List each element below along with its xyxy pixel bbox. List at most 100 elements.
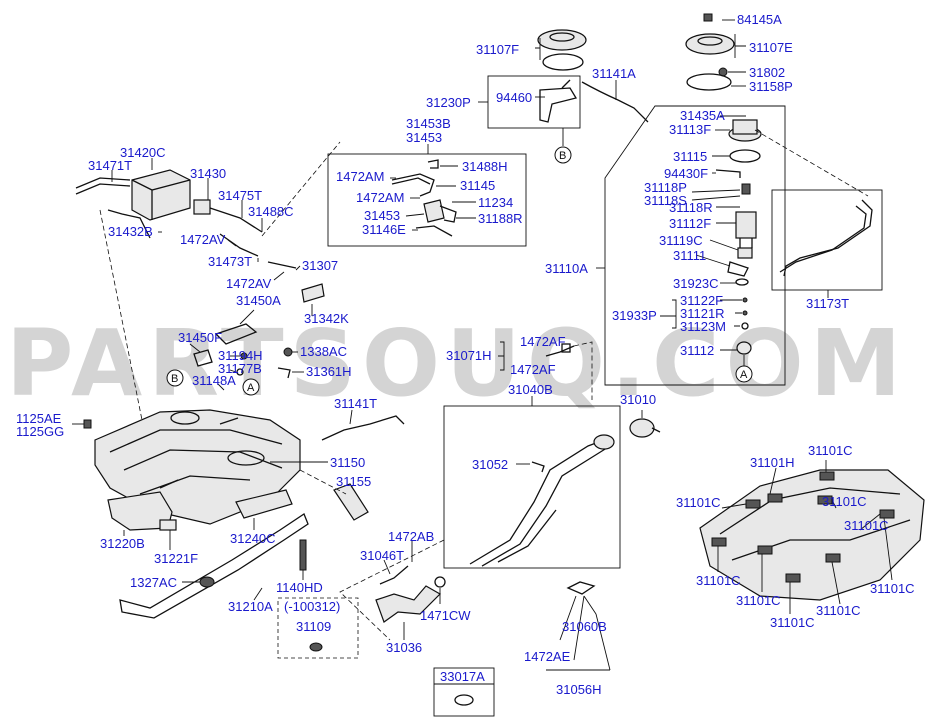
part-1338ac-bolt[interactable] (283, 347, 293, 357)
label-31475t: 31475T (218, 188, 262, 203)
label-31101c-5: 31101C (696, 573, 741, 588)
part-31473t-hose[interactable] (219, 233, 259, 257)
part-31112-regulator[interactable] (736, 341, 752, 355)
label-31432b: 31432B (108, 224, 153, 239)
label-31046t: 31046T (360, 548, 404, 563)
part-31177b-clip[interactable] (236, 368, 244, 376)
label-31430: 31430 (190, 166, 226, 181)
label-31194h: 31194H (218, 348, 263, 363)
part-31122f-pin[interactable] (741, 297, 749, 330)
label-31111: 31111 (673, 248, 706, 263)
part-31046t-hose[interactable] (379, 565, 409, 585)
part-31111-sender[interactable] (727, 261, 749, 277)
part-31221f-pad[interactable] (159, 519, 177, 531)
leader-31101c-2 (721, 503, 747, 509)
part-31155-hose[interactable] (333, 483, 369, 521)
part-1327ac-nut[interactable] (199, 576, 215, 588)
part-31240c-shield[interactable] (235, 489, 293, 519)
label-31933p: 31933P (612, 308, 657, 323)
part-31420c-canister[interactable] (131, 169, 191, 221)
part-31107e-cover[interactable] (685, 33, 735, 55)
part-31115-ring[interactable] (729, 149, 761, 163)
label-31155: 31155 (336, 474, 371, 489)
leader-31101c-4 (859, 513, 881, 531)
label-31145: 31145 (460, 178, 495, 193)
part-31010-cap[interactable] (629, 418, 661, 438)
part-31194h-bolt[interactable] (240, 352, 248, 360)
label-84145a: 84145A (737, 12, 782, 27)
svg-text:A: A (247, 382, 255, 394)
label-31110a: 31110A (545, 261, 588, 276)
part-31112f-filter[interactable] (735, 211, 757, 248)
label-31453: 31453 (406, 130, 442, 145)
part-31307-connector[interactable] (267, 261, 297, 269)
part-31188r-bracket[interactable] (439, 205, 457, 223)
part-31107f-cover[interactable] (537, 29, 587, 51)
part-31210a-strap[interactable] (119, 513, 309, 619)
label-31220b: 31220B (100, 536, 145, 551)
label-31101h: 31101H (750, 455, 795, 470)
part-31488h-clamp[interactable] (427, 159, 439, 169)
leader-1472av-2 (273, 271, 285, 281)
label-100312: (-100312) (284, 599, 340, 614)
part-31109-nut[interactable] (309, 642, 323, 652)
part-31071h-hose[interactable] (545, 343, 575, 357)
label-1472ab: 1472AB (388, 529, 434, 544)
part-31923c-oring[interactable] (735, 278, 749, 286)
part-94430f-sensor[interactable] (715, 169, 741, 178)
leader-31119c (709, 239, 739, 251)
label-31118s: 31118S (644, 193, 687, 208)
part-31342k-valve[interactable] (301, 283, 325, 303)
part-31118p-clip[interactable] (741, 183, 751, 195)
part-31475t-line[interactable] (209, 207, 263, 233)
part-84145a-cap[interactable] (703, 13, 713, 22)
part-1471cw-clamp[interactable] (434, 576, 446, 588)
label-1140hd: 1140HD (276, 580, 323, 595)
label-31118r: 31118R (669, 200, 713, 215)
label-31101c-9: 31101C (870, 581, 915, 596)
leader-31141t (349, 409, 353, 425)
label-31121r: 31121R (680, 306, 725, 321)
marker-a-right: A (735, 365, 753, 383)
part-33017a-washer[interactable] (454, 694, 474, 706)
part-31052-clip[interactable] (531, 461, 545, 473)
label-1472af-1: 1472AF (520, 334, 566, 349)
part-31141t-tube[interactable] (321, 415, 405, 441)
part-31471t-hose[interactable] (75, 177, 131, 195)
label-31101c-6: 31101C (736, 593, 781, 608)
part-31430-valve[interactable] (193, 199, 211, 215)
label-1472af-2: 1472AF (510, 362, 556, 377)
part-31361h-clip[interactable] (277, 367, 291, 379)
part-31450f-bracket[interactable] (193, 349, 213, 367)
leader-31177b (229, 369, 237, 373)
part-31450a-bracket[interactable] (214, 323, 258, 345)
part-labels: 84145A 31107F 31107E 31802 31158P 31141A… (16, 12, 915, 697)
leader-31118p (691, 189, 741, 201)
part-31453-valve[interactable] (423, 199, 445, 223)
label-31158p: 31158P (749, 79, 793, 94)
part-1140hd-bolt[interactable] (299, 539, 307, 571)
part-31173t-tubes[interactable] (779, 199, 873, 277)
label-31119c: 31119C (659, 233, 703, 248)
label-31420c: 31420C (120, 145, 166, 160)
part-31158p-ring[interactable] (686, 73, 732, 91)
label-1471cw: 1471CW (420, 608, 471, 623)
label-31107f: 31107F (476, 42, 519, 57)
part-31119c-strainer[interactable] (737, 247, 753, 259)
part-31101c-pads[interactable] (711, 471, 895, 583)
label-1125ae: 1125AE (16, 411, 62, 426)
label-31450f: 31450F (178, 330, 222, 345)
part-31060b-clamp[interactable] (566, 581, 596, 595)
part-31113f-flange[interactable] (728, 119, 762, 142)
part-31040b-filler-neck[interactable] (469, 434, 615, 567)
label-31112: 31112 (680, 343, 714, 358)
part-31432b-hose[interactable] (107, 209, 151, 239)
part-94460-bracket[interactable] (539, 79, 578, 123)
part-31146e-hose[interactable] (415, 225, 453, 237)
label-31107e: 31107E (749, 40, 793, 55)
part-31145-hose[interactable] (391, 173, 435, 197)
part-1125ae-bolt[interactable] (83, 419, 92, 429)
part-31141a-tube[interactable] (581, 81, 649, 123)
label-31488c: 31488C (248, 204, 294, 219)
part-seal-ring-left[interactable] (542, 53, 584, 71)
